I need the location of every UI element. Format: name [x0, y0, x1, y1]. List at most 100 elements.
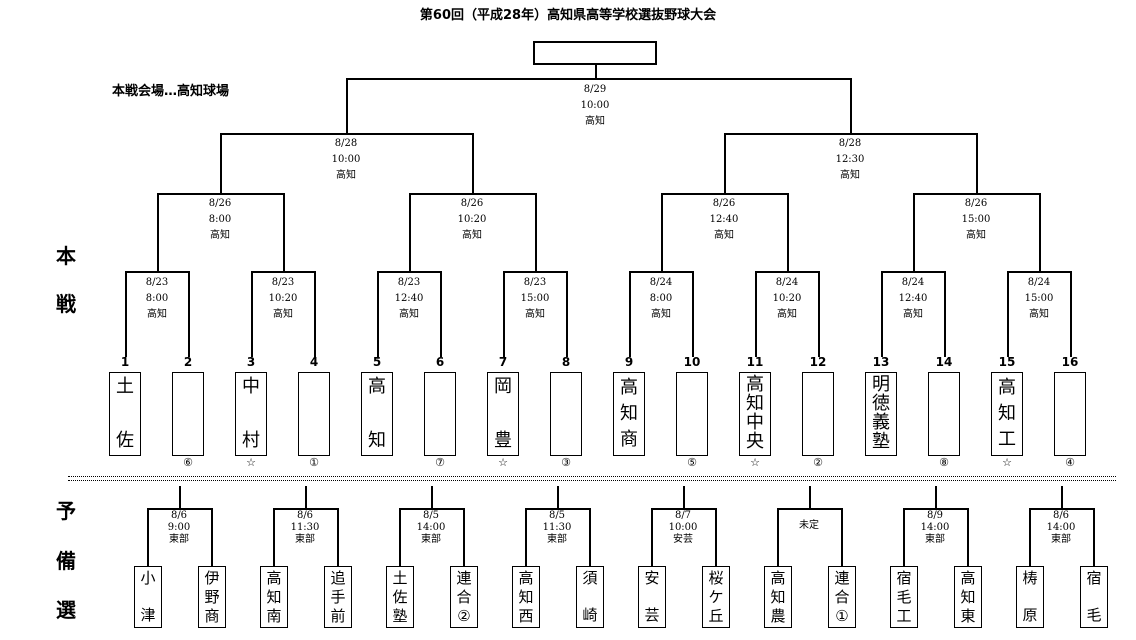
prelim-team-box: 追手前 [324, 566, 352, 628]
prelim-stem [431, 486, 433, 508]
prelim-team-char: 高 [518, 569, 534, 587]
quarter-4-place: 高知 [966, 230, 986, 241]
prelim-7-date: 8/9 [926, 510, 944, 521]
round1-1-time: 8:00 [145, 293, 169, 304]
prelim-team-char: 桜 [708, 569, 724, 587]
team-box-12 [802, 372, 834, 456]
quarter-line [409, 193, 537, 195]
team-char: 知 [620, 403, 638, 424]
quarter-line [661, 193, 789, 195]
prelim-team-box: 伊野商 [198, 566, 226, 628]
seed-number: 16 [1061, 355, 1079, 369]
semi-2-time: 12:30 [835, 154, 865, 165]
quarter-2-time: 10:20 [457, 214, 487, 225]
prelim-line [147, 508, 213, 510]
prelim-team-box: 梼原 [1016, 566, 1044, 628]
prelim-line [1029, 508, 1095, 510]
seed-number: 12 [809, 355, 827, 369]
team-box-13: 明徳義塾 [865, 372, 897, 456]
team-char: 佐 [116, 430, 134, 451]
prelim-team-box: 宿毛 [1080, 566, 1108, 628]
round1-line [629, 271, 694, 273]
bracket-line [337, 508, 339, 566]
prelim-line [525, 508, 591, 510]
prelim-team-char: 伊 [204, 569, 220, 587]
semi-1-place: 高知 [336, 170, 356, 181]
team-char: 義 [872, 412, 890, 433]
round1-4-date: 8/23 [523, 277, 547, 288]
prelim-4-place: 東部 [547, 534, 567, 545]
round1-2-time: 10:20 [268, 293, 298, 304]
seed-mark: ⑥ [183, 456, 193, 469]
team-char: 明 [872, 374, 890, 395]
prelim-team-char: 知 [266, 588, 282, 606]
main-label-1: 本 [56, 244, 76, 268]
bracket-line [1007, 271, 1009, 357]
final-place: 高知 [585, 116, 605, 127]
prelim-team-char: 高 [266, 569, 282, 587]
prelim-team-char: 連 [834, 569, 850, 587]
seed-number: 5 [372, 355, 382, 369]
prelim-2-place: 東部 [295, 534, 315, 545]
seed-mark: ② [813, 456, 823, 469]
prelim-stem [557, 486, 559, 508]
prelim-2-time: 11:30 [290, 522, 320, 533]
quarter-1-time: 8:00 [208, 214, 232, 225]
bracket-line [409, 193, 411, 271]
quarter-3-place: 高知 [714, 230, 734, 241]
round1-3-date: 8/23 [397, 277, 421, 288]
bracket-line [525, 508, 527, 566]
final-time: 10:00 [580, 100, 610, 111]
seed-mark: ⑧ [939, 456, 949, 469]
prelim-team-box: 高知南 [260, 566, 288, 628]
seed-mark: ① [309, 456, 319, 469]
prelim-team-box: 高知農 [764, 566, 792, 628]
page-title: 第60回（平成28年）高知県高等学校選抜野球大会 [419, 8, 717, 23]
seed-mark: ☆ [1002, 456, 1012, 469]
quarter-line [157, 193, 285, 195]
seed-number: 11 [746, 355, 764, 369]
bracket-line [913, 193, 915, 271]
prelim-team-box: 安芸 [638, 566, 666, 628]
round1-7-place: 高知 [903, 309, 923, 320]
team-char: 村 [242, 430, 260, 451]
quarter-4-date: 8/26 [964, 198, 988, 209]
seed-mark: ☆ [498, 456, 508, 469]
seed-number: 8 [561, 355, 571, 369]
team-box-10 [676, 372, 708, 456]
bracket-line [724, 133, 726, 193]
prelim-4-date: 8/5 [548, 510, 566, 521]
prelim-team-char: 高 [770, 569, 786, 587]
prelim-label-1: 予 [56, 499, 76, 523]
prelim-team-char: 佐 [392, 588, 408, 606]
team-char: 高 [620, 377, 638, 398]
prelim-team-char: 野 [204, 588, 220, 606]
round1-line [755, 271, 820, 273]
prelim-3-time: 14:00 [416, 522, 446, 533]
team-char: 中 [746, 412, 764, 433]
prelim-team-char: 小 [140, 569, 156, 587]
prelim-stem [1061, 486, 1063, 508]
prelim-team-char: 土 [392, 569, 408, 587]
round1-5-time: 8:00 [649, 293, 673, 304]
bracket-line [472, 133, 474, 193]
prelim-team-box: 桜ケ丘 [702, 566, 730, 628]
bracket-line [220, 133, 222, 193]
prelim-5-place: 安芸 [673, 534, 693, 545]
team-char: 徳 [872, 393, 890, 414]
round1-4-time: 15:00 [520, 293, 550, 304]
prelim-team-char: 西 [518, 607, 534, 625]
prelim-team-char: 梼 [1022, 569, 1038, 587]
seed-number: 1 [120, 355, 130, 369]
round1-4-place: 高知 [525, 309, 545, 320]
prelim-1-date: 8/6 [170, 510, 188, 521]
seed-mark: ☆ [750, 456, 760, 469]
seed-number: 10 [683, 355, 701, 369]
seed-number: 4 [309, 355, 319, 369]
prelim-3-place: 東部 [421, 534, 441, 545]
prelim-label-2: 備 [56, 549, 76, 573]
separator-line [68, 476, 1116, 477]
prelim-team-char: 毛 [1086, 606, 1102, 624]
prelim-team-char: 須 [582, 569, 598, 587]
